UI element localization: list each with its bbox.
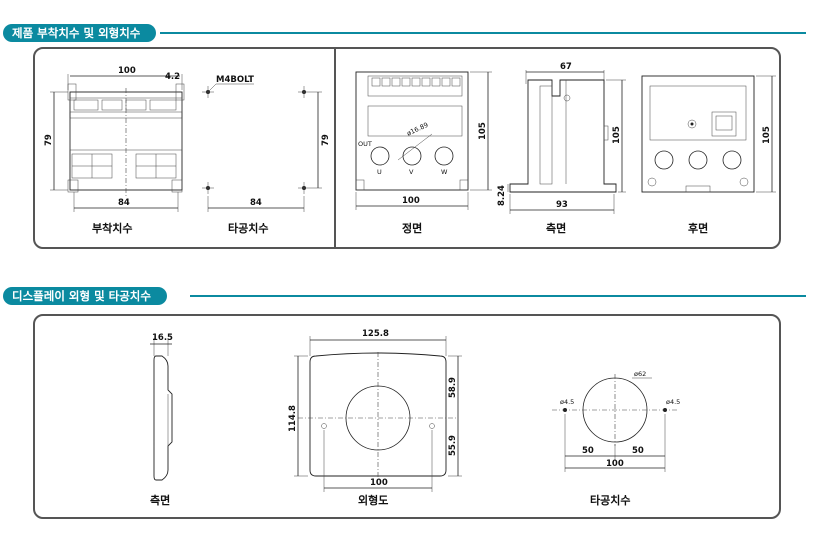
- hole-width-label: 84: [250, 198, 262, 208]
- terminal-block: [371, 77, 461, 87]
- caption-mounting: 부착치수: [92, 221, 132, 235]
- mount-bottom-label: 84: [118, 198, 130, 208]
- section1-header: 제품 부착치수 및 외형치수: [0, 24, 806, 42]
- front-width-label: 100: [402, 196, 420, 206]
- cutout-small-right-label: ø4.5: [666, 398, 680, 406]
- side-height-label: 105: [612, 126, 622, 144]
- section2-header-line: [190, 295, 806, 297]
- cutout-half-left-label: 50: [582, 446, 594, 456]
- label-w: W: [441, 168, 448, 176]
- caption-outline: 외형도: [358, 493, 388, 507]
- caption-hole: 타공치수: [228, 221, 268, 235]
- mount-width-label: 100: [118, 66, 136, 76]
- front-height-label: 105: [478, 122, 488, 140]
- section2-header: 디스플레이 외형 및 타공치수: [0, 287, 806, 305]
- section1-title: 제품 부착치수 및 외형치수: [3, 24, 157, 42]
- label-v: V: [409, 168, 414, 176]
- display-side-depth-label: 16.5: [152, 333, 173, 343]
- rear-height-label: 105: [762, 126, 772, 144]
- side-width-label: 93: [556, 200, 568, 210]
- label-u: U: [377, 168, 382, 176]
- outline-bolt-label: 100: [370, 478, 388, 488]
- outline-upper-label: 58.9: [448, 377, 458, 398]
- cutout-view: ø62 ø4.5 ø4.5 50 50 100: [552, 370, 680, 472]
- outline-height-label: 114.8: [288, 405, 298, 432]
- bolt-label: M4BOLT: [216, 75, 254, 85]
- display-side-view: 16.5: [150, 333, 173, 481]
- caption-rear: 후면: [688, 221, 708, 235]
- section2-panel: [33, 314, 781, 519]
- label-out: OUT: [358, 140, 372, 148]
- cutout-dia-label: ø62: [634, 370, 646, 378]
- outline-view: 125.8 114.8 58.9 55.9 100: [288, 329, 462, 492]
- outline-lower-label: 55.9: [448, 435, 458, 456]
- cutout-total-label: 100: [606, 459, 624, 469]
- side-low-label: 8.24: [497, 185, 507, 206]
- caption-side: 측면: [546, 221, 566, 235]
- cutout-small-left-label: ø4.5: [560, 398, 574, 406]
- section1-header-line: [160, 32, 806, 34]
- caption-display-side: 측면: [150, 493, 170, 507]
- mount-height-label: 79: [44, 134, 54, 146]
- outline-width-label: 125.8: [362, 329, 389, 339]
- side-top-label: 67: [560, 62, 572, 72]
- cutout-half-right-label: 50: [632, 446, 644, 456]
- section2-title: 디스플레이 외형 및 타공치수: [3, 287, 167, 305]
- mounting-view: 100 4.2 79 84: [44, 66, 185, 212]
- mount-small-label: 4.2: [165, 72, 180, 82]
- rear-view: 105: [641, 75, 776, 193]
- section1-drawings: 100 4.2 79 84 부착치수 M4BOLT: [44, 49, 776, 247]
- hole-height-label: 79: [321, 134, 331, 146]
- hole-view: M4BOLT 79 84: [202, 75, 331, 212]
- caption-front: 정면: [402, 221, 422, 235]
- front-view: ø16.89 OUT U V W 105 100: [355, 71, 492, 210]
- caption-cutout: 타공치수: [590, 493, 630, 507]
- side-view: 67 105 8.24 93: [497, 62, 626, 214]
- section1-panel: [33, 47, 781, 249]
